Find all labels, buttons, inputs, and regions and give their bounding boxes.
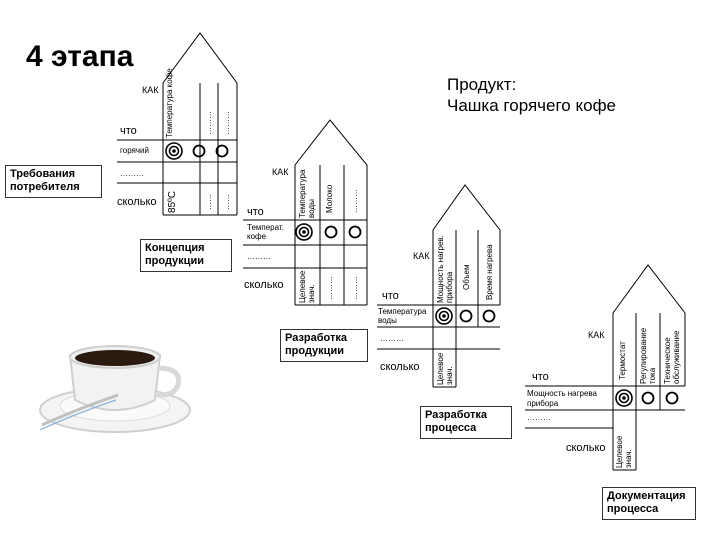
house-2 — [243, 119, 368, 306]
house2-howmuch-label: сколько — [244, 279, 284, 291]
house3-what-label: что — [382, 290, 399, 302]
house1-what-1: горячий — [120, 146, 149, 155]
house2-target-2: ……… — [325, 276, 334, 300]
house4-what-1: Мощность нагрева прибора — [527, 389, 597, 408]
strong-relation-icon — [165, 142, 183, 160]
house3-how-3: Время нагрева — [485, 244, 494, 300]
house2-how-1: Температура воды — [298, 169, 316, 218]
stage-product-development: Разработка продукции — [280, 329, 368, 362]
house3-howmuch-label: сколько — [380, 361, 420, 373]
house4-what-label: что — [532, 371, 549, 383]
stage-product-concept: Концепция продукции — [140, 239, 232, 272]
product-title: Продукт: Чашка горячего кофе — [447, 75, 617, 115]
house2-what-label: что — [247, 206, 264, 218]
house2-how-3: ……… — [350, 189, 359, 213]
medium-relation-icon — [459, 309, 473, 323]
house1-how-1: Температура кофе — [165, 68, 174, 138]
house1-what-2: ……… — [120, 169, 144, 178]
house1-how-label: КАК — [142, 85, 159, 95]
house2-target-3: ……… — [350, 276, 359, 300]
stage-process-development: Разработка процесса — [420, 406, 512, 439]
house1-what-label: что — [120, 125, 137, 137]
house1-how-3: ……… — [222, 111, 231, 135]
medium-relation-icon — [192, 144, 206, 158]
medium-relation-icon — [348, 225, 362, 239]
house1-target-2: …… — [204, 194, 213, 210]
house-1 — [117, 32, 238, 216]
house1-target-1: 85ºC — [167, 191, 178, 213]
medium-relation-icon — [324, 225, 338, 239]
house2-what-2: ……… — [247, 252, 271, 261]
house4-howmuch-label: сколько — [566, 442, 606, 454]
house3-target-1: Целевое знач. — [436, 352, 454, 385]
house3-how-label: КАК — [413, 251, 430, 261]
stage-customer-requirements: Требования потребителя — [5, 165, 102, 198]
house3-what-1: Температура воды — [378, 307, 427, 325]
house3-how-1: Мощность нагрев. прибора — [436, 235, 454, 303]
house2-how-2: Молоко — [325, 184, 334, 213]
house4-what-2: ……… — [527, 413, 551, 422]
strong-relation-icon — [435, 307, 453, 325]
house2-how-label: КАК — [272, 167, 289, 177]
house4-target-1: Целевое знач. — [615, 435, 633, 468]
medium-relation-icon — [641, 391, 655, 405]
house3-how-2: Объем — [462, 264, 471, 291]
coffee-cup-image — [39, 345, 191, 433]
stage-process-documentation: Документация процесса — [602, 487, 696, 520]
medium-relation-icon — [665, 391, 679, 405]
medium-relation-icon — [482, 309, 496, 323]
house4-how-1: Термостат — [618, 341, 627, 380]
house1-howmuch-label: сколько — [117, 196, 157, 208]
house1-how-2: ……… — [204, 111, 213, 135]
house-3 — [377, 184, 501, 388]
house4-how-2: Регулирование тока — [639, 327, 657, 384]
strong-relation-icon — [295, 223, 313, 241]
house-4 — [525, 264, 686, 471]
house2-target-1: Целевое знач. — [298, 270, 316, 303]
strong-relation-icon — [615, 389, 633, 407]
house4-how-label: КАК — [588, 330, 605, 340]
house2-what-1: Температ. кофе — [247, 223, 284, 241]
house3-what-2: ……… — [380, 334, 404, 343]
page-title: 4 этапа — [26, 40, 134, 73]
house4-how-3: Техническое обслуживание — [663, 330, 681, 384]
house1-target-3: …… — [222, 194, 231, 210]
